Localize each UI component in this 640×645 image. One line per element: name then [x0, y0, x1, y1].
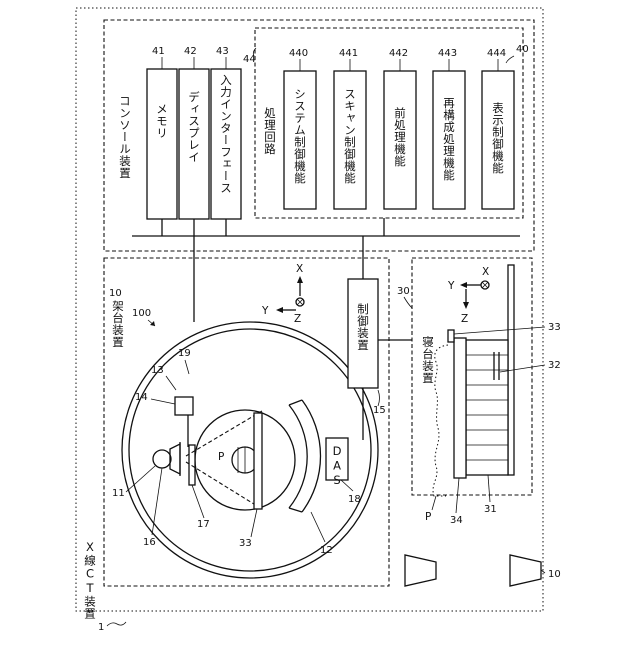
input-interface-label: 入力インターフェース — [219, 74, 233, 194]
ref-18: 18 — [348, 494, 361, 505]
ref-30: 30 — [397, 286, 410, 297]
ref-440: 440 — [289, 48, 308, 59]
processing-circuit-label: 処理回路 — [263, 106, 277, 155]
ref-16: 16 — [143, 537, 156, 548]
gantry-side-view-b — [510, 555, 541, 586]
couch-support-34 — [454, 338, 466, 478]
couch-top-33 — [448, 330, 454, 342]
ref-32: 32 — [548, 360, 561, 371]
patient-label-couch: P — [425, 511, 431, 523]
ref-441: 441 — [339, 48, 358, 59]
display-control-label: 表示制御機能 — [491, 101, 505, 174]
couch-top-gantry — [254, 413, 262, 509]
preprocessing-label: 前処理機能 — [393, 106, 407, 167]
ref-41: 41 — [152, 46, 165, 57]
ref-443: 443 — [438, 48, 457, 59]
memory-box — [147, 69, 177, 219]
ref-10-side: 10 — [548, 569, 561, 580]
ref-14: 14 — [135, 392, 148, 403]
gantry-side-view-a — [405, 555, 436, 586]
ref-10: 10 — [109, 288, 122, 299]
axis-z-couch: Z — [461, 313, 468, 325]
ref-33-couch: 33 — [548, 322, 561, 333]
patient-label-gantry: P — [218, 451, 224, 463]
axis-y-couch: Y — [447, 280, 455, 292]
reconstruction-label: 再構成処理機能 — [442, 97, 456, 181]
display-label: ディスプレイ — [187, 90, 201, 163]
ref-33-gantry: 33 — [239, 538, 252, 549]
ref-40: 40 — [516, 44, 529, 55]
ref-11: 11 — [112, 488, 125, 499]
ref-42: 42 — [184, 46, 197, 57]
scan-control-label: スキャン制御機能 — [343, 88, 357, 184]
axis-x-gantry: X — [296, 263, 303, 275]
patient-outline-couch — [433, 345, 448, 496]
axis-y-gantry: Y — [261, 305, 269, 317]
ref-100: 100 — [132, 308, 151, 319]
system-control-label: システム制御機能 — [293, 88, 307, 184]
gantry-device-label: 架台装置 — [111, 300, 125, 348]
ref-31: 31 — [484, 504, 497, 515]
ref-17: 17 — [197, 519, 210, 530]
ref-444: 444 — [487, 48, 506, 59]
ref-442: 442 — [389, 48, 408, 59]
high-voltage-device-14 — [175, 397, 193, 415]
console-device-label: コンソール装置 — [118, 95, 132, 179]
couch-device-label: 寝台装置 — [421, 335, 435, 384]
xray-ct-device-label: X線CT装置 — [83, 540, 97, 620]
ref-19: 19 — [178, 348, 191, 359]
ref-34: 34 — [450, 515, 463, 526]
ref-12: 12 — [320, 545, 333, 556]
ref-13: 13 — [151, 365, 164, 376]
control-device-label: 制御装置 — [356, 303, 370, 351]
couch-lift-31 — [466, 340, 508, 475]
ref-43: 43 — [216, 46, 229, 57]
xray-detector-12 — [289, 405, 307, 508]
xray-tube-icon — [153, 450, 171, 468]
axis-x-couch: X — [482, 266, 489, 278]
ref-1: 1 — [98, 622, 104, 633]
memory-label: メモリ — [155, 103, 169, 139]
axis-z-gantry: Z — [294, 313, 301, 325]
ref-15: 15 — [373, 405, 386, 416]
